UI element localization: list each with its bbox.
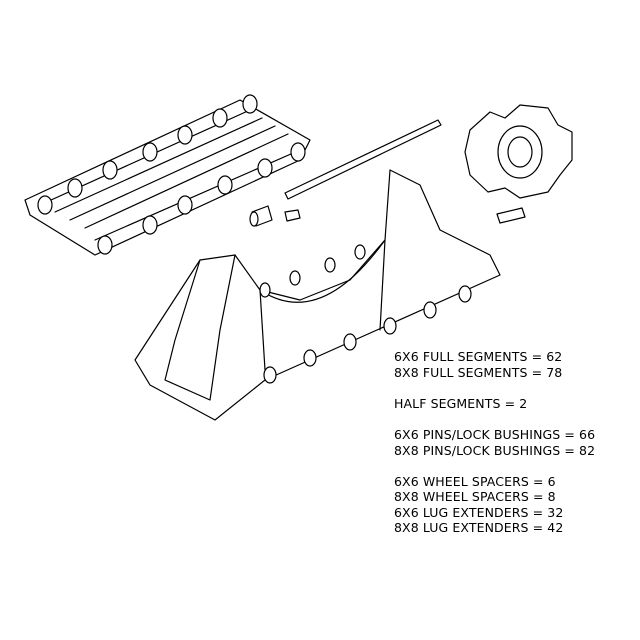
parts-list-item: 8X8 WHEEL SPACERS = 8 xyxy=(394,489,556,504)
parts-list-item: 6X6 LUG EXTENDERS = 32 xyxy=(394,505,564,520)
full-track-segment xyxy=(24,94,311,256)
parts-list-item: 6X6 PINS/LOCK BUSHINGS = 66 xyxy=(394,427,596,442)
parts-list-item: 8X8 LUG EXTENDERS = 42 xyxy=(394,520,564,535)
lock-bushing xyxy=(249,205,301,227)
parts-list-item: 6X6 FULL SEGMENTS = 62 xyxy=(394,349,563,364)
parts-list-item: HALF SEGMENTS = 2 xyxy=(394,396,528,411)
parts-list-item: 8X8 FULL SEGMENTS = 78 xyxy=(394,365,563,380)
wheel-spacer xyxy=(464,104,573,199)
parts-list-item: 8X8 PINS/LOCK BUSHINGS = 82 xyxy=(394,443,596,458)
parts-list-item: 6X6 WHEEL SPACERS = 6 xyxy=(394,474,556,489)
lug-extender-pin xyxy=(496,207,526,224)
pin-rod xyxy=(284,119,442,200)
half-segment xyxy=(134,169,501,421)
